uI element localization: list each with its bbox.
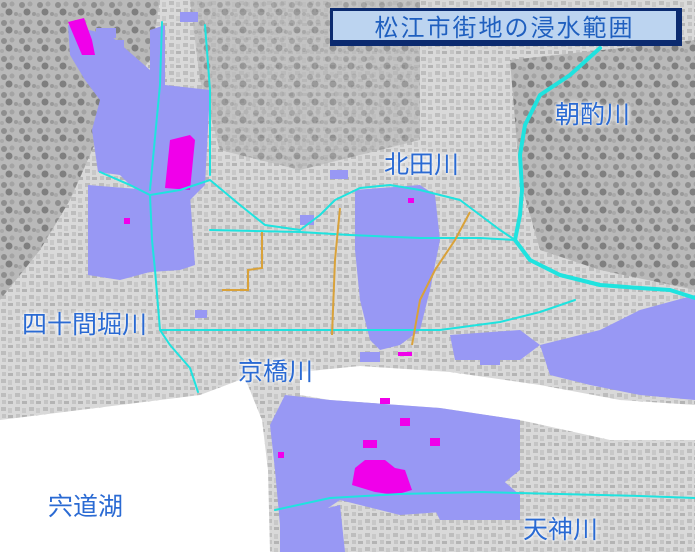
forest-area-northeast [510,40,695,290]
channel-c [411,211,471,346]
label-asakumi-river: 朝酌川 [555,100,631,129]
flood-area-east [540,295,695,400]
flood-area-southeast [420,478,520,520]
channels [222,207,471,346]
label-shijukken-river: 四十間堀川 [22,310,148,339]
flood-area-bottom [280,505,345,552]
canal-line [159,299,576,331]
horikawa-north-line [149,21,163,191]
kitada-river-line [149,179,516,241]
ohashi-river [300,366,695,440]
lake-shinji [0,378,270,552]
severe-flood-south [352,460,412,495]
label-kitada-river: 北田川 [384,150,460,179]
flood-area-river-north [450,330,540,360]
severe-flood-central-west [165,135,195,190]
flood-area-west [88,185,195,280]
label-lake-shinji: 宍道湖 [48,492,124,521]
horikawa-west-line [99,171,151,196]
flood-areas [68,12,695,552]
label-kyobashi-river: 京橋川 [238,357,314,386]
label-tenjin-river: 天神川 [523,515,599,544]
map-title: 松江市街地の浸水範囲 [330,8,682,46]
horikawa-east-line [204,24,211,176]
rivers [99,21,695,511]
severe-flood-areas [68,18,440,495]
inner-moat-line [209,229,516,241]
channel-a [222,232,263,291]
asakumi-river-line [513,46,695,300]
tenjin-river-line [274,491,695,511]
channel-b [331,207,341,336]
severe-flood-north [68,18,95,55]
